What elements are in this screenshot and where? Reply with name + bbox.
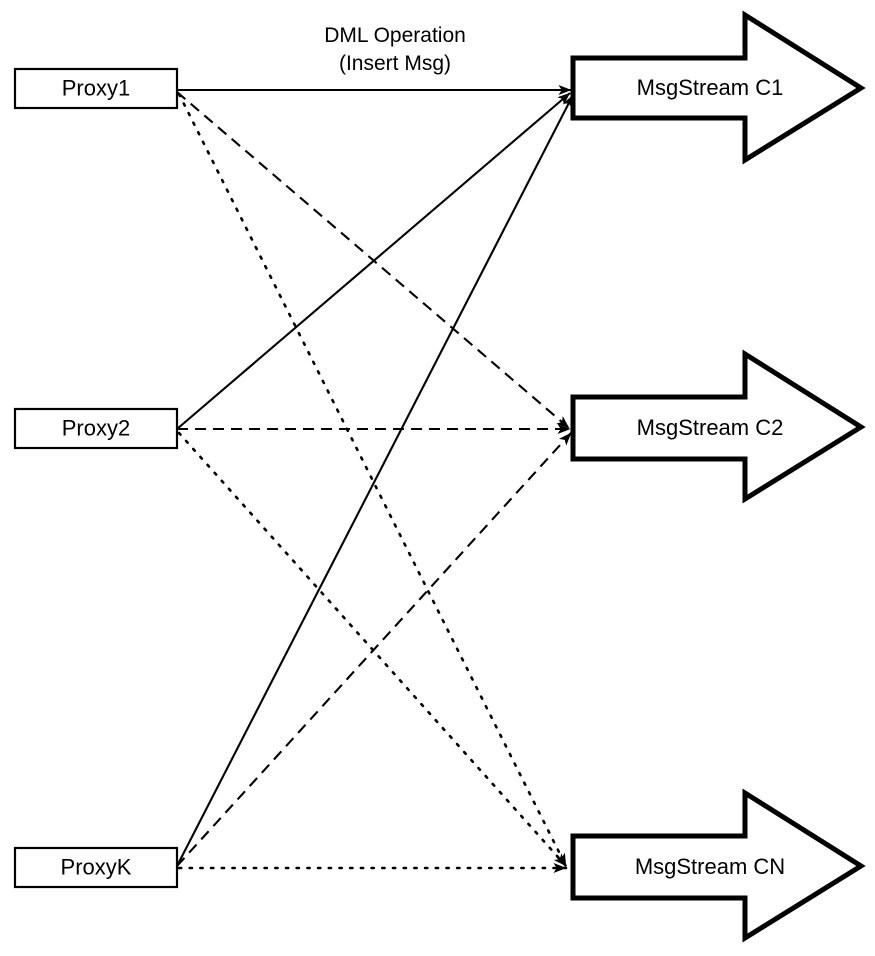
msgstream-node-c2[interactable]: MsgStream C2 [570,349,866,504]
proxy1-box [13,67,179,110]
block-arrow-icon [570,788,866,943]
link-proxy2-to-stream-c1[interactable] [176,92,571,430]
msgstream-node-cn[interactable]: MsgStream CN [570,788,866,943]
dml-operation-label: DML Operation [324,24,466,47]
proxy2-box [13,407,179,450]
proxyk-label: ProxyK [61,854,132,879]
proxy-node-1[interactable]: Proxy1 [13,67,179,110]
proxy-node-k[interactable]: ProxyK [13,846,179,889]
connection-links-group [176,85,574,873]
proxy1-label: Proxy1 [62,75,130,100]
link-proxy1-to-stream-c2[interactable] [176,91,570,429]
link-proxy2-to-stream-cn[interactable] [177,431,568,868]
msgstream-c1-label: MsgStream C1 [637,75,784,100]
link-proxyk-to-stream-c1[interactable] [176,94,574,867]
proxyk-box [13,846,179,889]
proxy2-label: Proxy2 [62,415,130,440]
link-proxyk-to-stream-c2[interactable] [176,432,572,867]
msgstream-cn-label: MsgStream CN [635,854,785,879]
block-arrow-icon [570,349,866,504]
link-proxy1-to-stream-cn[interactable] [177,92,568,868]
proxy-nodes-group: Proxy1 Proxy2 ProxyK [13,67,179,889]
block-arrow-icon [570,10,866,165]
edge-annotation-group: DML Operation (Insert Msg) [324,24,466,75]
msgstream-c2-label: MsgStream C2 [637,415,784,440]
proxy-node-2[interactable]: Proxy2 [13,407,179,450]
msgstream-nodes-group: MsgStream C1 MsgStream C2 MsgStream CN [570,10,866,943]
insert-msg-label: (Insert Msg) [339,52,451,75]
msgstream-node-c1[interactable]: MsgStream C1 [570,10,866,165]
